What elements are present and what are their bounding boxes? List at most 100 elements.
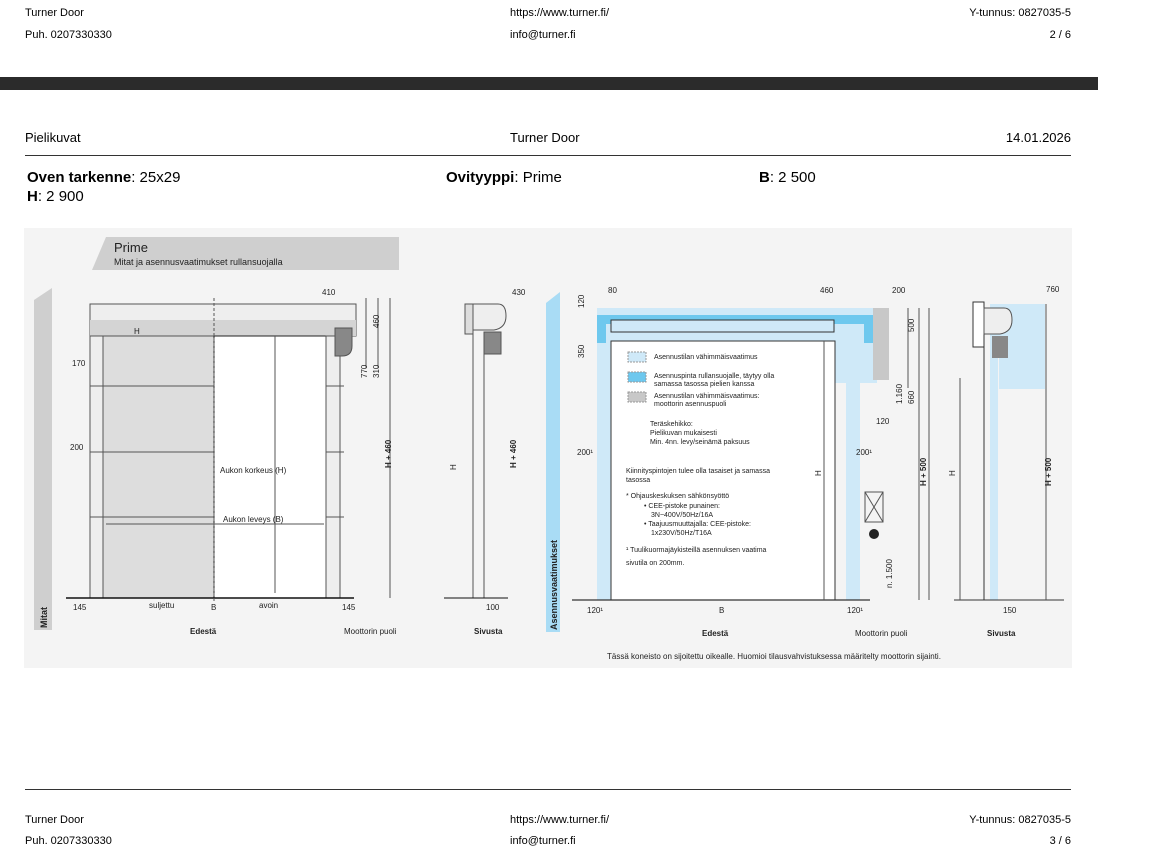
section-title: Pielikuvat (25, 130, 81, 145)
footer-website-link[interactable]: https://www.turner.fi/ (510, 814, 610, 826)
drawing-caption: Tässä koneisto on sijoitettu oikealle. H… (607, 652, 941, 661)
note-2: sivutila on 200mm. (626, 560, 684, 567)
motor-side-label-left: Moottorin puoli (344, 627, 397, 636)
dim-r-120-right: 120¹ (847, 606, 863, 615)
footer-business-id: Y-tunnus: 0827035-5 (969, 814, 1071, 826)
footer-email-link[interactable]: info@turner.fi (510, 835, 576, 847)
dim-r-200-left: 200¹ (577, 448, 593, 457)
side-dim-h-460: H + 460 (509, 439, 518, 468)
frame-line-2: Min. 4nn. levy/seinämä paksuus (650, 439, 750, 446)
footer-company: Turner Door (25, 814, 84, 826)
section-company: Turner Door (510, 130, 580, 145)
dim-410: 410 (322, 288, 336, 297)
header-email-link[interactable]: info@turner.fi (510, 29, 576, 41)
opening-width-text: Aukon leveys (B) (223, 515, 284, 524)
footer-divider (25, 789, 1071, 790)
dim-r-500: 500 (907, 318, 916, 332)
legend-swatch-mounting-surface (627, 371, 647, 383)
frame-title: Teräskehikko: (650, 421, 693, 428)
mount-line-1: Kiinnityspintojen tulee olla tasaiset ja… (626, 468, 770, 475)
opening-height-text: Aukon korkeus (H) (220, 466, 287, 475)
dim-r-120-left: 120¹ (587, 606, 603, 615)
dim-r-n1500: n. 1.500 (885, 559, 894, 588)
dim-770: 770 (360, 364, 369, 378)
door-type: Ovityyppi: Prime (446, 169, 562, 186)
banner-subtitle: Mitat ja asennusvaatimukset rullansuojal… (114, 257, 283, 267)
front-view-right (572, 308, 930, 601)
side-r-dim-h: H (948, 470, 957, 476)
side-dim-100: 100 (486, 603, 500, 612)
side-r-dim-760: 760 (1046, 285, 1060, 294)
legend-swatch-motor-side (627, 391, 647, 403)
power-2: • Taajuusmuuttajalla: CEE-pistoke: (644, 521, 751, 528)
legend-item-3a: Asennustilan vähimmäisvaatimus: (654, 393, 759, 400)
header-business-id: Y-tunnus: 0827035-5 (969, 7, 1071, 19)
dim-r-460: 460 (820, 286, 834, 295)
legend-item-3b: moottorin asennuspuoli (654, 401, 727, 408)
dim-h-marker: H (134, 327, 140, 336)
section-date: 14.01.2026 (1005, 130, 1071, 145)
dim-170: 170 (72, 359, 86, 368)
socket-icon (869, 529, 879, 539)
note-1: ¹ Tuulikuormajäykisteillä asennuksen vaa… (626, 547, 767, 554)
section-divider (25, 155, 1071, 156)
dim-310: 310 (372, 364, 381, 378)
mitat-sidebar (34, 288, 52, 630)
dim-r-660: 660 (907, 390, 916, 404)
header-website-link[interactable]: https://www.turner.fi/ (510, 7, 610, 19)
dim-r-h: H (814, 470, 823, 476)
legend-item-2a: Asennuspinta rullansuojalle, täytyy olla (654, 373, 774, 380)
footer-page-number: 3 / 6 (1049, 835, 1071, 847)
dim-r-350: 350 (577, 344, 586, 358)
banner-title: Prime (114, 240, 148, 255)
side-view-label-left: Sivusta (474, 627, 503, 636)
closed-label: suljettu (149, 601, 174, 610)
frame-line-1: Pielikuvan mukaisesti (650, 430, 717, 437)
dim-r-b: B (719, 606, 724, 615)
dim-r-h-500: H + 500 (919, 457, 928, 486)
footer-phone: Puh. 0207330330 (25, 835, 112, 847)
header-page-number: 2 / 6 (1049, 29, 1071, 41)
side-view-left (444, 303, 508, 599)
motor-side-label-right: Moottorin puoli (855, 629, 908, 638)
dim-145-right: 145 (342, 603, 356, 612)
side-dim-h: H (449, 464, 458, 470)
mitat-label: Mitat (39, 607, 49, 628)
door-width: B: 2 500 (759, 169, 816, 186)
dim-r-120: 120 (577, 294, 586, 308)
technical-drawing: Prime Mitat ja asennusvaatimukset rullan… (24, 228, 1072, 668)
banner-background (92, 237, 399, 270)
door-height: H: 2 900 (27, 188, 84, 205)
dim-h-460: H + 460 (384, 439, 393, 468)
front-label-left: Edestä (190, 627, 217, 636)
mount-line-2: tasossa (626, 477, 650, 484)
power-2b: 1x230V/50Hz/T16A (651, 530, 712, 537)
dim-200: 200 (70, 443, 84, 452)
side-r-dim-150: 150 (1003, 606, 1017, 615)
dim-145-left: 145 (73, 603, 87, 612)
front-view-left (66, 298, 391, 603)
legend-swatch-min-space (627, 351, 647, 363)
side-dim-430: 430 (512, 288, 526, 297)
dim-460: 460 (372, 314, 381, 328)
dim-b: B (211, 603, 216, 612)
legend-item-1: Asennustilan vähimmäisvaatimus (654, 354, 758, 361)
power-1b: 3N~400V/50Hz/16A (651, 512, 713, 519)
door-model: Oven tarkenne: 25x29 (27, 169, 181, 186)
power-title: * Ohjauskeskuksen sähkönsyöttö (626, 493, 729, 500)
front-label-right: Edestä (702, 629, 729, 638)
page-separator-band (0, 77, 1098, 90)
side-view-right (954, 301, 1064, 601)
header-phone: Puh. 0207330330 (25, 29, 112, 41)
dim-r-200: 200 (892, 286, 906, 295)
open-label: avoin (259, 601, 278, 610)
power-1: • CEE-pistoke punainen: (644, 503, 720, 510)
side-r-dim-h-500: H + 500 (1044, 457, 1053, 486)
legend-item-2b: samassa tasossa pielien kanssa (654, 381, 754, 388)
dim-r-80: 80 (608, 286, 617, 295)
dim-r-1160: 1.160 (895, 383, 904, 404)
header-company: Turner Door (25, 7, 84, 19)
dim-r-200-right: 200¹ (856, 448, 872, 457)
side-view-label-right: Sivusta (987, 629, 1016, 638)
